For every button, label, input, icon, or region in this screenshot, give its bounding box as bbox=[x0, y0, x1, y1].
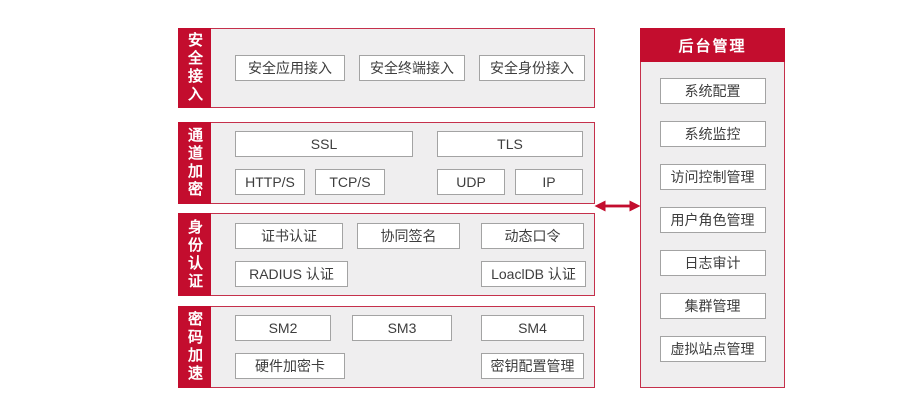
item-user-role-mgmt: 用户角色管理 bbox=[659, 207, 766, 233]
box-ip: IP bbox=[515, 169, 583, 195]
row-line: RADIUS 认证 LoaclDB 认证 bbox=[235, 260, 594, 287]
box-radius-auth: RADIUS 认证 bbox=[235, 260, 348, 287]
section-channel-encryption-label: 通道加密 bbox=[178, 122, 211, 204]
section-identity-auth: 身份认证 证书认证 协同签名 动态口令 RADIUS 认证 LoaclDB 认证 bbox=[178, 213, 595, 296]
box-ssl: SSL bbox=[235, 131, 413, 157]
box-localdb-auth: LoaclDB 认证 bbox=[481, 260, 586, 287]
backend-management-items: 系统配置 系统监控 访问控制管理 用户角色管理 日志审计 集群管理 虚拟站点管理 bbox=[641, 62, 784, 362]
bidirectional-arrow-icon bbox=[594, 200, 641, 212]
section-secure-access-content: 安全应用接入 安全终端接入 安全身份接入 bbox=[211, 29, 594, 107]
row-line: 安全应用接入 安全终端接入 安全身份接入 bbox=[235, 55, 594, 81]
box-tls: TLS bbox=[437, 131, 583, 157]
row-line: SM2 SM3 SM4 bbox=[235, 315, 594, 341]
row-line: 证书认证 协同签名 动态口令 bbox=[235, 222, 594, 249]
row-line: 硬件加密卡 密钥配置管理 bbox=[235, 353, 594, 379]
item-cluster-mgmt: 集群管理 bbox=[659, 293, 766, 319]
backend-management-panel: 后台管理 系统配置 系统监控 访问控制管理 用户角色管理 日志审计 集群管理 虚… bbox=[640, 28, 785, 388]
box-hardware-crypto-card: 硬件加密卡 bbox=[235, 353, 345, 379]
item-system-monitor: 系统监控 bbox=[659, 121, 766, 147]
box-secure-terminal-access: 安全终端接入 bbox=[359, 55, 465, 81]
box-dynamic-password: 动态口令 bbox=[481, 222, 584, 249]
section-channel-encryption-content: SSL TLS HTTP/S TCP/S UDP IP bbox=[211, 123, 594, 203]
section-identity-auth-label: 身份认证 bbox=[178, 213, 211, 296]
item-virtual-site-mgmt: 虚拟站点管理 bbox=[659, 336, 766, 362]
box-sm4: SM4 bbox=[481, 315, 584, 341]
box-udp: UDP bbox=[437, 169, 505, 195]
box-cert-auth: 证书认证 bbox=[235, 222, 343, 249]
box-https: HTTP/S bbox=[235, 169, 305, 195]
row-line: SSL TLS bbox=[235, 131, 594, 157]
box-secure-app-access: 安全应用接入 bbox=[235, 55, 345, 81]
item-access-control-mgmt: 访问控制管理 bbox=[659, 164, 766, 190]
section-channel-encryption: 通道加密 SSL TLS HTTP/S TCP/S UDP IP bbox=[178, 122, 595, 204]
item-log-audit: 日志审计 bbox=[659, 250, 766, 276]
section-secure-access: 安全接入 安全应用接入 安全终端接入 安全身份接入 bbox=[178, 28, 595, 108]
box-sm3: SM3 bbox=[352, 315, 452, 341]
box-secure-identity-access: 安全身份接入 bbox=[479, 55, 585, 81]
row-line: HTTP/S TCP/S UDP IP bbox=[235, 169, 594, 195]
box-tcps: TCP/S bbox=[315, 169, 385, 195]
section-crypto-acceleration-content: SM2 SM3 SM4 硬件加密卡 密钥配置管理 bbox=[211, 307, 594, 387]
box-collaborative-signature: 协同签名 bbox=[357, 222, 460, 249]
section-crypto-acceleration: 密码加速 SM2 SM3 SM4 硬件加密卡 密钥配置管理 bbox=[178, 306, 595, 388]
box-key-config-mgmt: 密钥配置管理 bbox=[481, 353, 584, 379]
section-identity-auth-content: 证书认证 协同签名 动态口令 RADIUS 认证 LoaclDB 认证 bbox=[211, 214, 594, 295]
section-crypto-acceleration-label: 密码加速 bbox=[178, 306, 211, 388]
backend-management-title: 后台管理 bbox=[640, 28, 785, 62]
section-secure-access-label: 安全接入 bbox=[178, 28, 211, 108]
box-sm2: SM2 bbox=[235, 315, 331, 341]
item-system-config: 系统配置 bbox=[659, 78, 766, 104]
